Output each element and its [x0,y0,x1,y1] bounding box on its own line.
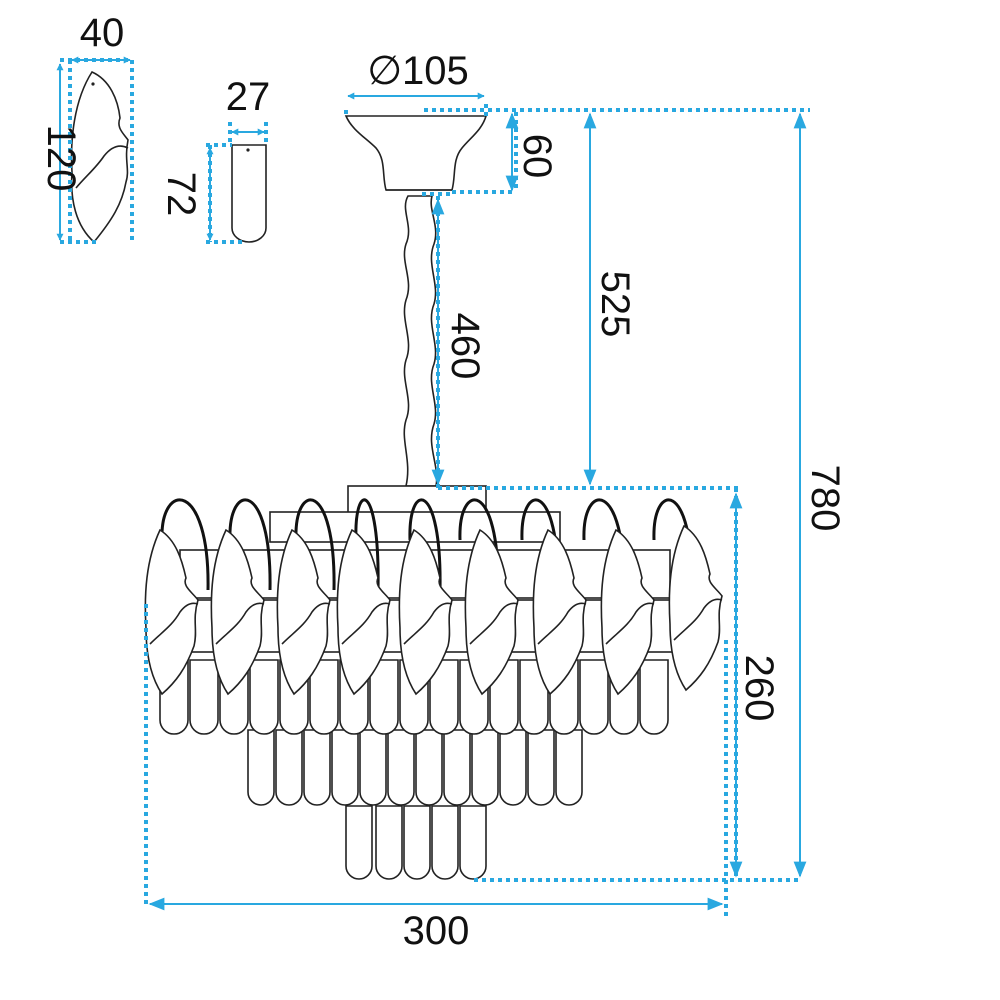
canopy-diameter-label: ∅105 [367,49,469,93]
canopy-height-label: 60 [515,134,559,179]
leaf-height-label: 120 [39,125,83,192]
leaf-dimension-lines [56,56,134,244]
suspension-rod [403,195,438,487]
bottom-tier-prisms [345,805,487,880]
prism-dimension-lines [206,122,268,244]
chandelier-body [144,485,723,880]
body-width-label: 300 [403,909,470,953]
leaf-width-label: 40 [80,11,125,55]
body-height-label: 260 [737,655,781,722]
prism-height-label: 72 [159,172,203,217]
prism-width-label: 27 [226,75,271,119]
canopy-to-body-label: 525 [593,271,637,338]
prism-crystal-detail [231,144,267,243]
leaf-crystals [144,524,723,696]
dimension-lines [144,92,810,916]
rod-length-label: 460 [443,313,487,380]
middle-tier-prisms [247,729,583,806]
ceiling-canopy [344,115,488,191]
total-height-label: 780 [803,465,847,532]
leaf-crystal-detail [70,70,129,244]
